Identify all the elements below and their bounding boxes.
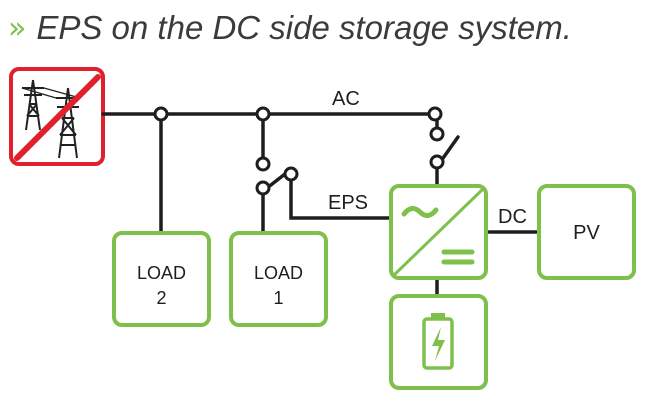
pv-box: PV	[537, 184, 636, 280]
switch-contact	[429, 126, 445, 142]
switch-contact	[255, 180, 271, 196]
battery-box	[389, 294, 488, 390]
page-title: » EPS on the DC side storage system.	[8, 8, 572, 48]
load-2-box: LOAD 2	[112, 231, 211, 327]
junction-node	[255, 106, 271, 122]
load-1-number: 1	[273, 288, 283, 308]
inverter-box	[389, 184, 488, 280]
battery-charging-icon	[422, 313, 454, 370]
grid-crossout	[14, 74, 101, 161]
chevron-icon: »	[8, 10, 27, 46]
pv-label: PV	[573, 222, 600, 244]
load-1-box: LOAD 1	[229, 231, 328, 327]
junction-node	[153, 106, 169, 122]
load-2-number: 2	[156, 288, 166, 308]
switch-contact	[283, 166, 299, 182]
ac-label: AC	[332, 88, 360, 110]
title-text: EPS on the DC side storage system.	[36, 9, 572, 46]
ac-dc-converter-icon	[391, 186, 486, 278]
dc-label: DC	[498, 206, 527, 228]
grid-node	[9, 67, 105, 166]
eps-label: EPS	[328, 192, 368, 214]
junction-node	[427, 106, 443, 122]
load-1-label: LOAD	[254, 263, 303, 283]
load-2-label: LOAD	[137, 263, 186, 283]
junction-nodes	[153, 106, 445, 196]
switch-contact	[429, 154, 445, 170]
switch-contact	[255, 156, 271, 172]
